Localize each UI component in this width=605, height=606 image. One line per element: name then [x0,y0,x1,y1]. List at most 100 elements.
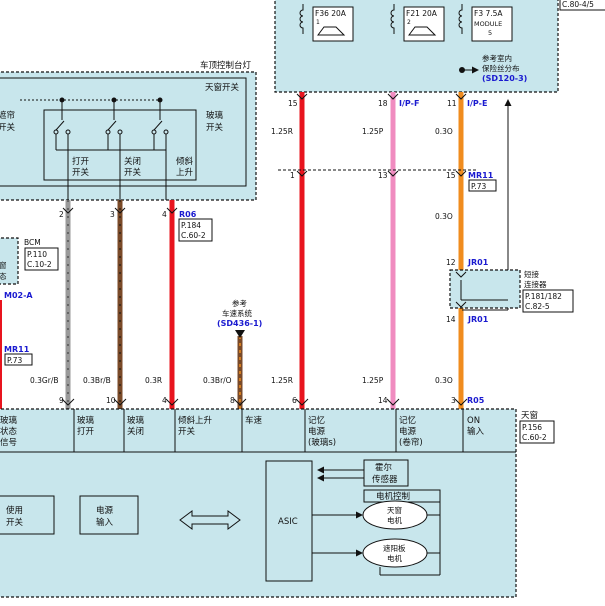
pin-14: 14 [378,396,388,405]
wire-label-0-3o-top: 0.3O [435,127,453,136]
pin-18-top: 18 [378,99,388,108]
connector-jr01-top[interactable]: JR01 [467,258,489,267]
pin-3-console: 3 [110,210,115,219]
pin-2-console: 2 [59,210,64,219]
bcm-block: 窗 态 BCM P.110 C.10-2 [0,237,59,285]
switch-close-label-1: 关闭 [124,156,141,167]
wires [0,92,512,415]
internal-power-input-1: 电源 [96,505,114,516]
wire-label-0-3o-mid: 0.3O [435,212,453,221]
pin-chevrons [61,93,468,406]
pin-15-mid: 15 [446,171,456,180]
switch-contacts [20,97,169,200]
switch-open-label-1: 打开 [72,156,90,167]
fuse-f3-index: 5 [488,29,492,37]
mr11-left-page-ref: P.73 [7,356,23,365]
sunroof-module: 天窗 P.156 C.60-2 玻璃 状态 信号 玻璃 打开 玻璃 关闭 倾斜上… [0,408,555,598]
sunroof-motor-label-1: 天窗 [387,505,402,515]
pin-12-jr01: 12 [446,258,456,267]
pin-9: 9 [59,396,64,405]
fuse-symbol-icon [458,4,463,34]
fuse-box: F36 20A 1 F21 20A 2 F3 7.5A MODULE 5 参考室… [274,0,559,93]
sunroof-module-title: 天窗 [521,410,538,421]
fuse-ref-link[interactable]: (SD120-3) [482,74,527,83]
speed-ref-link[interactable]: (SD436-1) [217,319,262,328]
connector-r05[interactable]: R05 [467,396,485,405]
switch-tilt-label-2: 上升 [176,167,194,178]
pin-11-top: 11 [447,99,457,108]
term-glass-open-2: 打开 [77,426,95,437]
wire-label-0-3gr-b: 0.3Gr/B [30,376,59,385]
fuse-f3: F3 7.5A MODULE 5 [458,4,513,42]
fuse-f21: F21 20A 2 [390,4,445,42]
term-tilt-switch-1: 倾斜上升 [178,415,213,426]
sunroof-page-ref: P.156 [522,423,542,432]
fuse-f3-module: MODULE [474,20,502,28]
wire-label-1-25p-bottom: 1.25P [362,376,384,385]
car-icon [317,26,346,36]
term-mem-shade-1: 记忆 [399,415,417,426]
term-glass-close-1: 玻璃 [127,415,145,426]
connector-m02-a[interactable]: M02-A [4,291,33,300]
shade-motor-label-2: 电机 [387,553,402,563]
connector-ip-e[interactable]: I/P-E [467,99,487,108]
fuse-symbol-icon [390,4,395,34]
term-glass-status-3: 信号 [0,437,17,448]
r06-page-ref: P.184 [181,221,201,230]
short-connector-conn-ref: C.82-5 [525,302,550,311]
fuse-f3-label: F3 7.5A [474,9,503,18]
bcm-label: BCM [24,238,41,247]
hall-sensor-label-1: 霍尔 [375,462,393,473]
internal-use-switch-2: 开关 [6,517,24,528]
bidirectional-arrow-icon [179,510,241,530]
short-connector-page-ref: P.181/182 [525,292,562,301]
pin-3: 3 [451,396,456,405]
fuse-symbol-icon [299,4,304,34]
sunroof-conn-ref: C.60-2 [522,433,547,442]
wire-label-1-25r-bottom: 1.25R [271,376,293,385]
speed-ref-line2: 车速系统 [222,308,252,318]
speed-arrow-icon [235,330,245,338]
shade-motor-label-1: 遮阳板 [383,543,406,553]
switch-close-label-2: 开关 [124,167,142,178]
connector-r06[interactable]: R06 [179,210,197,219]
internal-use-switch-1: 使用 [6,505,23,516]
fuse-f21-index: 2 [407,19,411,26]
fuse-f36-index: 1 [316,19,320,26]
glass-switch-label-1: 玻璃 [206,110,224,121]
term-mem-glass-3: (玻璃s) [308,437,336,448]
fuse-f21-label: F21 20A [406,9,438,18]
bcm-conn-ref: C.10-2 [27,260,52,269]
wire-label-0-3r: 0.3R [145,376,162,385]
switch-tilt-label-1: 倾斜 [176,156,194,167]
pin-6: 6 [292,396,297,405]
r06-conn-ref: C.60-2 [181,231,206,240]
top-right-connector-ref: C.80-4/5 [562,0,594,9]
term-on-input-1: ON [467,416,480,426]
pin-8: 8 [230,396,235,405]
term-mem-glass-1: 记忆 [308,415,326,426]
glass-switch-label-2: 开关 [206,122,224,133]
short-connector-label-1: 短接 [524,269,539,279]
speed-ref-line1: 参考 [232,298,247,308]
fuse-f36-label: F36 20A [315,9,347,18]
term-mem-shade-2: 电源 [399,426,417,437]
mr11-page-ref: P.73 [471,182,487,191]
connector-mr11-left[interactable]: MR11 [4,345,30,354]
bcm-page-ref: P.110 [27,250,47,259]
pin-1-mid: 1 [290,171,295,180]
connector-ip-f[interactable]: I/P-F [399,99,419,108]
asic-label: ASIC [278,517,298,527]
internal-power-input-2: 输入 [96,517,114,528]
motor-control-label: 电机控制 [376,491,410,502]
term-glass-status-2: 状态 [0,426,18,437]
short-connector-label-2: 连接器 [524,279,547,289]
connector-jr01-bottom[interactable]: JR01 [467,315,489,324]
fuse-f36: F36 20A 1 [299,4,354,42]
term-on-input-2: 输入 [467,426,485,437]
term-glass-open-1: 玻璃 [77,415,95,426]
connector-mr11[interactable]: MR11 [468,171,494,180]
left-partial-label-2: 态 [0,271,7,281]
wire-label-1-25p-top: 1.25P [362,127,384,136]
